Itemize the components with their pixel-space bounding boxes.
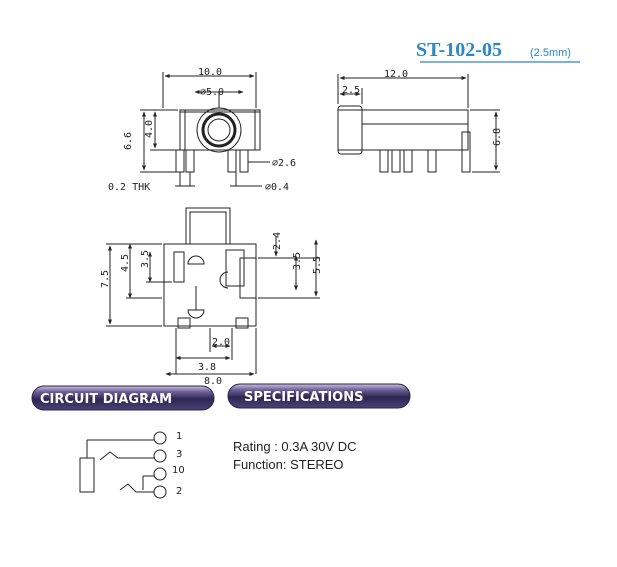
circuit-pin-label-2: 2 [176, 486, 182, 497]
dim-bottom-left-mid: 4.5 [120, 254, 131, 272]
circuit-schematic [79, 431, 167, 499]
dim-hole-dia: ∅5.0 [200, 87, 224, 98]
dim-bottom-right-b: 3.5 [292, 252, 303, 270]
dim-bottom-right-c: 5.5 [312, 256, 323, 274]
circuit-pin-1 [153, 431, 167, 445]
dim-bottom-right-a: 2.4 [272, 232, 283, 250]
dim-bottom-a: 2.0 [212, 337, 230, 348]
side-barrel [337, 105, 363, 155]
model-size: (2.5mm) [530, 47, 571, 59]
side-view [337, 74, 500, 173]
spec-rating: Rating : 0.3A 30V DC [233, 439, 357, 454]
dim-front-center: 4.0 [144, 120, 155, 138]
front-view [140, 72, 270, 187]
circuit-plug [79, 457, 95, 493]
bottom-body-outline [163, 243, 257, 327]
model-title: ST-102-05 (2.5mm) [416, 39, 580, 63]
dim-pin-dia-large: ∅2.6 [272, 158, 296, 169]
circuit-pin-label-10: 10 [172, 465, 185, 476]
dim-thickness: 0.2 THK [108, 182, 150, 193]
dim-front-height: 6.6 [123, 132, 134, 150]
specifications-label: SPECIFICATIONS [244, 390, 363, 405]
dim-bottom-b: 3.8 [198, 362, 216, 373]
dim-side-height: 6.8 [492, 128, 503, 146]
front-jack-hole [201, 112, 237, 148]
front-body-outline [179, 109, 261, 151]
circuit-diagram-label: CIRCUIT DIAGRAM [40, 392, 172, 407]
circuit-pin-2 [153, 485, 167, 499]
circuit-pin-label-3: 3 [176, 449, 182, 460]
spec-function: Function: STEREO [233, 457, 344, 472]
dim-pin-dia-small: ∅0.4 [265, 182, 289, 193]
circuit-diagram-header: CIRCUIT DIAGRAM [31, 385, 215, 411]
dim-side-length: 12.0 [384, 69, 408, 80]
specifications-header: SPECIFICATIONS [227, 383, 411, 409]
model-number: ST-102-05 [416, 39, 502, 61]
dim-front-width: 10.0 [198, 67, 222, 78]
dim-bottom-c: 8.0 [204, 376, 222, 387]
dim-side-barrel: 2.5 [342, 85, 360, 96]
dim-bottom-left-inner: 3.5 [140, 250, 151, 268]
circuit-pin-10 [153, 467, 167, 481]
dim-bottom-left-outer: 7.5 [100, 270, 111, 288]
circuit-pin-3 [153, 449, 167, 463]
bottom-view [106, 207, 320, 376]
circuit-pin-label-1: 1 [176, 431, 182, 442]
